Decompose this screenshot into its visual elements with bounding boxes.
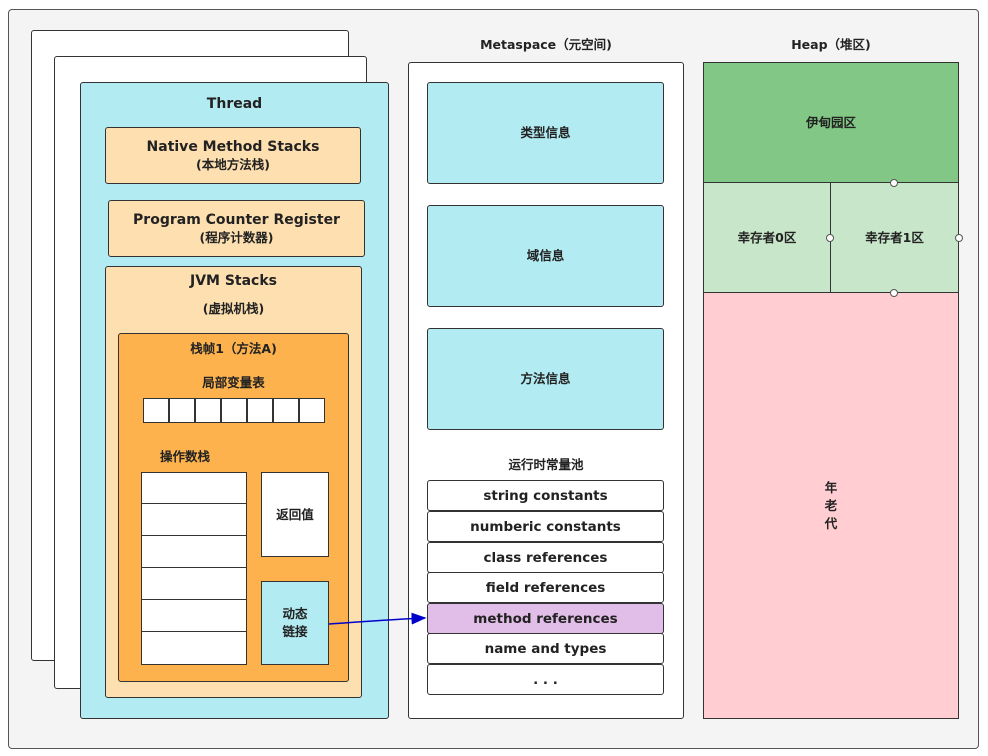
pool-item-field-references: field references	[427, 572, 664, 603]
type-info-box: 类型信息	[427, 82, 664, 184]
field-info-label: 域信息	[526, 248, 565, 263]
pc-register-sublabel: (程序计数器)	[199, 229, 274, 245]
runtime-pool-title: 运行时常量池	[508, 457, 584, 472]
connector-dot	[955, 234, 963, 242]
survivor0-label: 幸存者0区	[737, 229, 797, 245]
jvm-stacks-label: JVM Stacks	[189, 273, 277, 289]
native-method-stacks-box: Native Method Stacks (本地方法栈)	[105, 127, 361, 184]
operand-stack-slot	[141, 631, 247, 665]
dynamic-link-box: 动态 链接	[261, 581, 329, 665]
pc-register-box: Program Counter Register (程序计数器)	[108, 200, 365, 257]
pool-item-name-and-types: name and types	[427, 633, 664, 664]
pool-item-class-references: class references	[427, 542, 664, 573]
pool-item-ellipsis: . . .	[427, 664, 664, 695]
type-info-label: 类型信息	[520, 125, 571, 140]
connector-dot	[890, 289, 898, 297]
pool-item-method-references: method references	[427, 603, 664, 634]
old-gen-char-2: 老	[824, 497, 838, 513]
old-gen-char-1: 年	[824, 479, 838, 495]
local-var-cell	[221, 398, 247, 423]
metaspace-title: Metaspace（元空间)	[480, 37, 612, 52]
eden-region: 伊甸园区	[703, 62, 959, 183]
return-value-label: 返回值	[276, 506, 314, 522]
stack-frame-title: 栈帧1（方法A)	[190, 341, 277, 356]
dynamic-link-label-2: 链接	[282, 624, 308, 639]
survivor0-region: 幸存者0区	[703, 182, 831, 293]
pool-item-string-constants: string constants	[427, 480, 664, 511]
old-gen-region: 年 老 代	[703, 292, 959, 719]
native-method-stacks-sublabel: (本地方法栈)	[196, 156, 270, 172]
survivor1-region: 幸存者1区	[830, 182, 959, 293]
pc-register-label: Program Counter Register	[133, 211, 340, 228]
jvm-stacks-sublabel: (虚拟机栈)	[202, 301, 265, 316]
native-method-stacks-label: Native Method Stacks	[146, 138, 320, 155]
local-var-cell	[143, 398, 169, 423]
thread-title: Thread	[206, 96, 263, 112]
heap-title: Heap（堆区)	[791, 37, 871, 52]
operand-stack-slot	[141, 472, 247, 505]
operand-stack-slot	[141, 535, 247, 569]
local-var-cell	[169, 398, 195, 423]
old-gen-char-3: 代	[824, 515, 838, 531]
local-var-cell	[299, 398, 325, 423]
method-info-box: 方法信息	[427, 328, 664, 430]
dynamic-link-label-1: 动态	[282, 606, 308, 621]
local-var-cell	[195, 398, 221, 423]
local-vars-label: 局部变量表	[202, 375, 265, 390]
operand-stack-slot	[141, 567, 247, 601]
eden-label: 伊甸园区	[805, 114, 856, 130]
local-var-cell	[273, 398, 299, 423]
connector-dot	[826, 234, 834, 242]
connector-dot	[890, 179, 898, 187]
return-value-box: 返回值	[261, 472, 329, 557]
local-var-cell	[247, 398, 273, 423]
survivor1-label: 幸存者1区	[865, 229, 924, 245]
method-info-label: 方法信息	[520, 371, 571, 386]
pool-item-numberic-constants: numberic constants	[427, 511, 664, 542]
field-info-box: 域信息	[427, 205, 664, 307]
operand-stack-label: 操作数栈	[159, 449, 210, 464]
